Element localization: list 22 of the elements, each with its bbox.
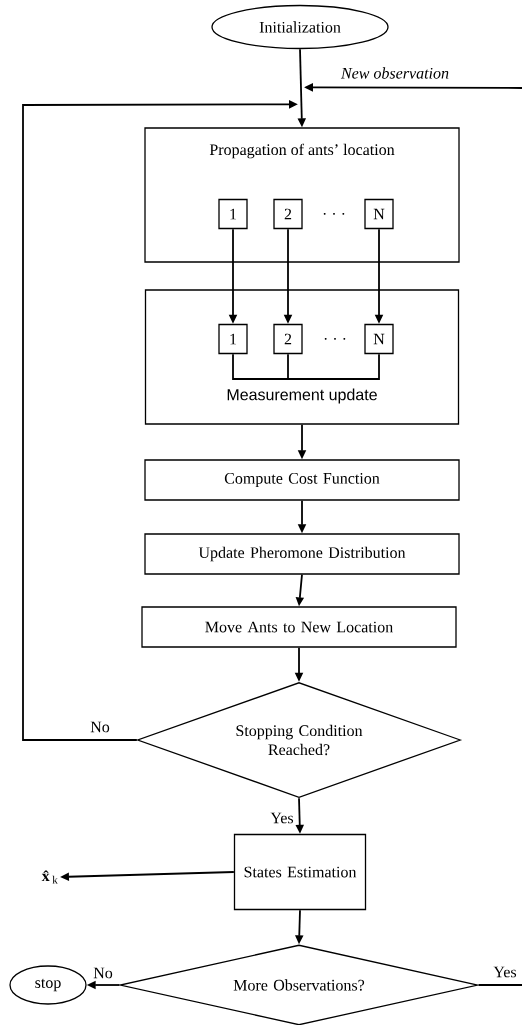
process-box: Move Ants to New Location [141,606,457,648]
process-box: States Estimation [233,833,367,911]
output-symbol: x̂$_{k}$ [41,870,58,884]
ellipsis-text: · · · [324,337,346,340]
numbered-box: 2 [273,323,303,355]
edge-label: Yes [493,966,517,978]
process-box: Update Pheromone Distribution [144,533,460,575]
edge-label: No [93,967,113,979]
ellipsis-text: · · · [323,212,345,215]
edge-label: New observation [340,67,449,79]
process-box: Compute Cost Function [144,459,460,501]
numbered-box: 2 [273,198,303,230]
numbered-box: 1 [218,198,248,230]
edge-label: No [90,721,110,733]
connector-line [287,353,289,380]
connector-line [232,353,289,380]
numbered-box: N [364,198,394,230]
edge-label: Yes [270,812,294,824]
connector-line [477,984,522,986]
connector-line [287,353,380,380]
numbered-box: 1 [218,323,248,355]
numbered-box: N [364,323,394,355]
